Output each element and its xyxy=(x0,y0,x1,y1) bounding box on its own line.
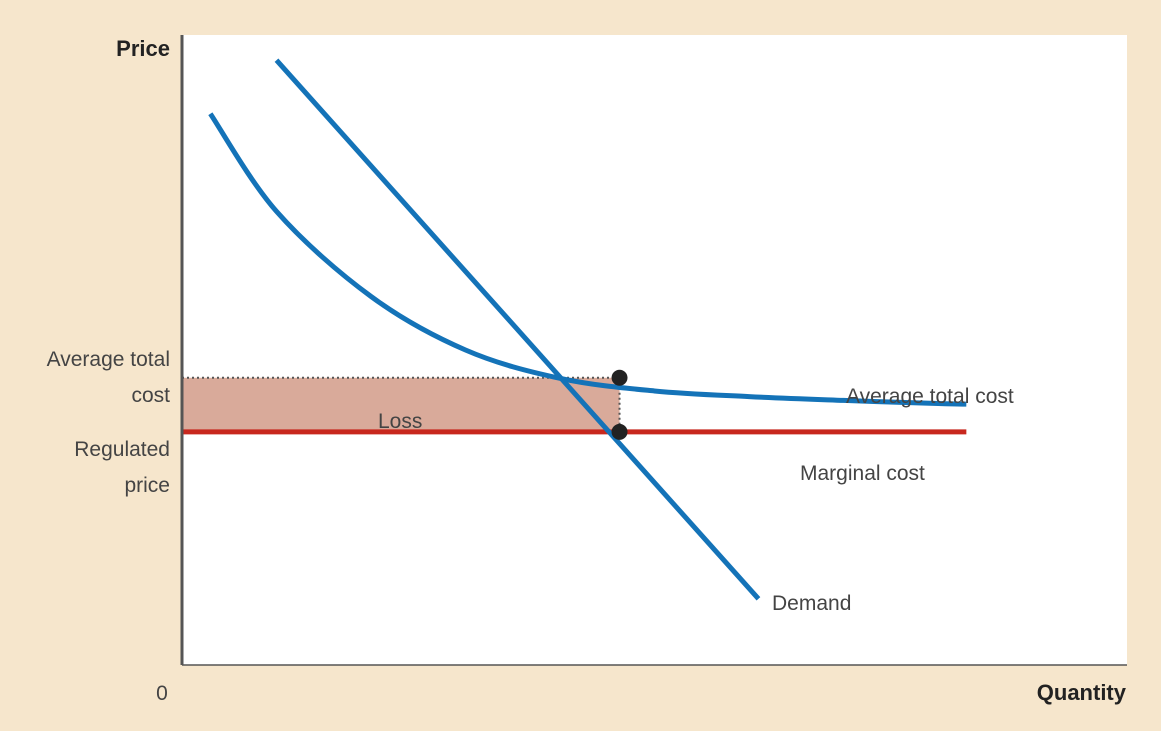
price-point xyxy=(611,423,628,440)
demand-line xyxy=(274,58,761,601)
y-tick-price-line2: price xyxy=(124,474,170,497)
atc-point xyxy=(611,369,628,386)
series-layer xyxy=(182,58,967,601)
y-tick-atc-line1: Average total xyxy=(47,348,170,371)
plot-area xyxy=(182,35,1127,665)
demand-curve-label: Demand xyxy=(772,592,851,615)
average-total-cost-curve xyxy=(208,112,967,407)
origin-label: 0 xyxy=(156,682,168,705)
x-axis-title: Quantity xyxy=(1037,680,1127,705)
atc-curve-label: Average total cost xyxy=(846,385,1014,408)
point-layer xyxy=(611,369,628,440)
loss-area xyxy=(182,377,620,432)
loss-label: Loss xyxy=(378,410,422,433)
mc-curve-label: Marginal cost xyxy=(800,462,925,485)
y-axis-title: Price xyxy=(116,36,170,61)
y-tick-atc-line2: cost xyxy=(131,384,170,407)
y-tick-price-line1: Regulated xyxy=(74,438,170,461)
